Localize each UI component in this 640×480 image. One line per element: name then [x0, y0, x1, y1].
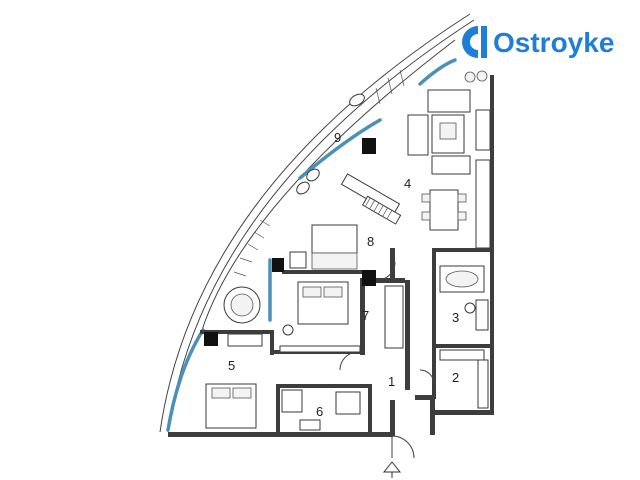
balcony-furniture	[223, 70, 488, 324]
room-8-furniture	[289, 224, 358, 270]
room-label-4: 4	[404, 176, 411, 191]
room-label-3: 3	[452, 310, 459, 325]
room-label-6: 6	[316, 404, 323, 419]
living-room-furniture	[340, 89, 491, 249]
room-label-7: 7	[362, 308, 369, 323]
room-label-1: 1	[388, 374, 395, 389]
room-labels: 1 2 3 4 5 6 7 8 9	[228, 130, 459, 419]
room-2-wardrobe	[439, 349, 489, 409]
bathroom-6-fixtures	[281, 389, 361, 431]
logo-icon-bar	[481, 26, 487, 58]
room-label-2: 2	[452, 370, 459, 385]
room-label-9: 9	[334, 130, 341, 145]
logo-icon	[462, 26, 478, 58]
glazing-top	[418, 58, 457, 86]
room-7-furniture	[279, 281, 404, 353]
glazing-lower	[166, 328, 205, 432]
brand-logo[interactable]: Ostroyke	[462, 26, 614, 58]
glazing-upper	[298, 118, 382, 180]
room-label-5: 5	[228, 358, 235, 373]
bathroom-3-fixtures	[439, 265, 489, 331]
room-label-8: 8	[367, 234, 374, 249]
balcony-outline	[159, 13, 475, 433]
entrance-arrow-icon	[382, 461, 402, 478]
brand-name: Ostroyke	[493, 27, 614, 58]
room-5-furniture	[205, 333, 263, 429]
door-swings	[339, 261, 435, 459]
